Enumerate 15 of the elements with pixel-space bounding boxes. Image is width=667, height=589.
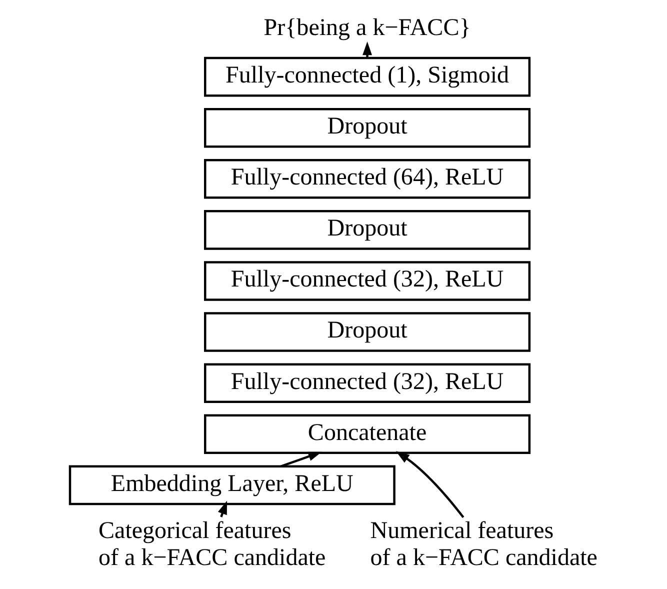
arrow — [396, 451, 464, 518]
node-box: Fully-connected (64), ReLU — [204, 159, 531, 199]
node-box: Fully-connected (1), Sigmoid — [204, 56, 531, 97]
node-box: Embedding Layer, ReLU — [68, 465, 396, 506]
node-box: Fully-connected (32), ReLU — [204, 363, 531, 403]
node-box: Dropout — [204, 210, 531, 250]
node-box: Fully-connected (32), ReLU — [204, 261, 531, 301]
arrow — [280, 452, 322, 468]
node-box: Dropout — [204, 108, 531, 148]
node-text: Numerical features of a k−FACC candidate — [370, 518, 598, 572]
node-text: Categorical features of a k−FACC candidate — [98, 518, 326, 572]
arrow — [362, 42, 372, 58]
node-box: Concatenate — [204, 414, 531, 454]
node-box: Dropout — [204, 312, 531, 352]
node-text: Pr{being a k−FACC} — [264, 15, 471, 42]
